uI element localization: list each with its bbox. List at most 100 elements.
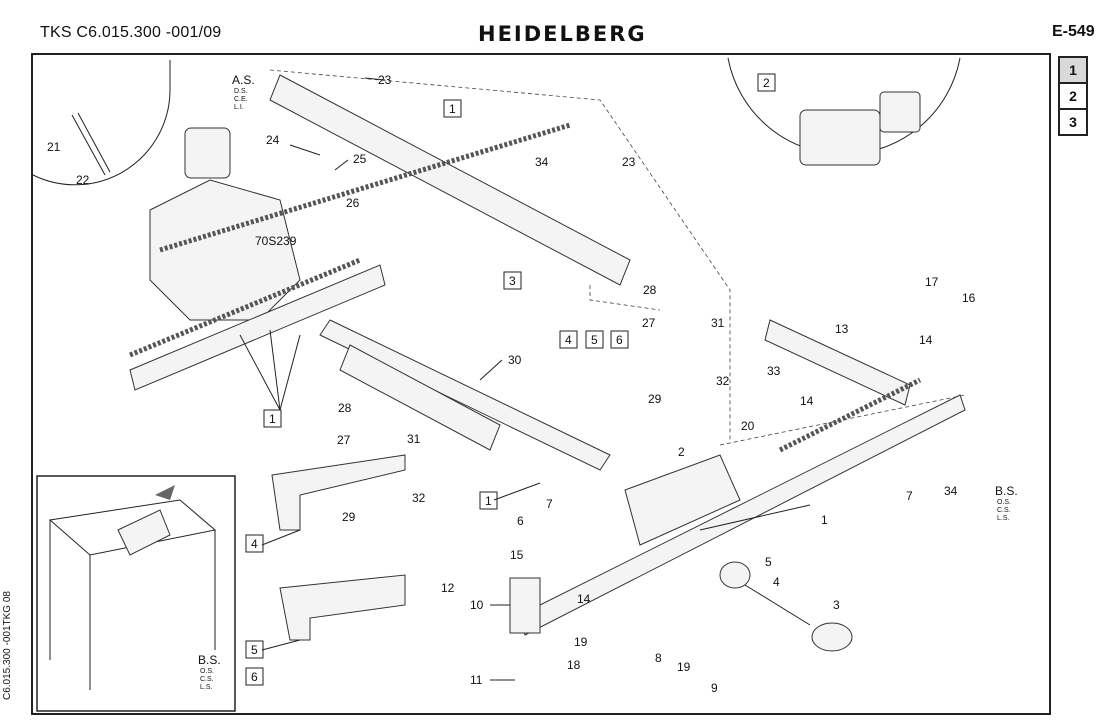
svg-text:5: 5 bbox=[591, 333, 598, 347]
callout: 8 bbox=[655, 651, 662, 665]
boxed-callout: 4 bbox=[559, 330, 578, 349]
callout: 32 bbox=[412, 491, 426, 505]
drive-chain-right bbox=[778, 377, 922, 453]
callout: 25 bbox=[353, 152, 367, 166]
boxed-callout: 1 bbox=[263, 409, 282, 428]
main-shaft bbox=[319, 319, 611, 471]
svg-text:1: 1 bbox=[269, 412, 276, 426]
svg-text:6: 6 bbox=[616, 333, 623, 347]
callout: 2 bbox=[678, 445, 685, 459]
callout: 34 bbox=[535, 155, 549, 169]
svg-text:C.S.: C.S. bbox=[200, 676, 214, 683]
callout: 31 bbox=[407, 432, 421, 446]
svg-text:O.S.: O.S. bbox=[997, 499, 1011, 506]
callout: 14 bbox=[919, 333, 933, 347]
boxed-callout: 1 bbox=[443, 99, 462, 118]
callout: 7 bbox=[906, 489, 913, 503]
svg-text:D.S.: D.S. bbox=[234, 88, 248, 95]
callout: 19 bbox=[677, 660, 691, 674]
boxed-callout: 2 bbox=[757, 73, 776, 92]
boxed-callout: 6 bbox=[610, 330, 629, 349]
drive-chain-top bbox=[159, 122, 571, 253]
svg-text:4: 4 bbox=[251, 537, 258, 551]
brand-logo: HEIDELBERG bbox=[478, 22, 647, 46]
svg-text:4: 4 bbox=[565, 333, 572, 347]
svg-text:5: 5 bbox=[251, 643, 258, 657]
bracket-4 bbox=[271, 454, 406, 531]
svg-text:2: 2 bbox=[763, 76, 770, 90]
callout: 30 bbox=[508, 353, 522, 367]
boxed-callout: 3 bbox=[503, 271, 522, 290]
boxed-callout: 1 bbox=[479, 491, 498, 510]
callout: 31 bbox=[711, 316, 725, 330]
inset-view bbox=[36, 475, 236, 712]
callout: 28 bbox=[643, 283, 657, 297]
callout: 21 bbox=[47, 140, 61, 154]
figure-tabs: 1 2 3 bbox=[1058, 56, 1088, 136]
callout: 10 bbox=[470, 598, 484, 612]
detail-circle-left bbox=[32, 60, 171, 186]
boxed-callout: 6 bbox=[245, 667, 264, 686]
callout: 3 bbox=[833, 598, 840, 612]
callout: 17 bbox=[925, 275, 939, 289]
callout: 29 bbox=[648, 392, 662, 406]
callout: 29 bbox=[342, 510, 356, 524]
side-cover bbox=[624, 454, 741, 546]
tab-1[interactable]: 1 bbox=[1058, 56, 1088, 84]
svg-text:3: 3 bbox=[509, 274, 516, 288]
bracket-5 bbox=[279, 574, 406, 641]
callout: 4 bbox=[773, 575, 780, 589]
callout: 32 bbox=[716, 374, 730, 388]
knob-3 bbox=[811, 622, 853, 652]
block-10 bbox=[509, 577, 541, 634]
side-label-inset: B.S. bbox=[198, 653, 221, 667]
callout: 23 bbox=[622, 155, 636, 169]
callout: 27 bbox=[642, 316, 656, 330]
callout: 7 bbox=[546, 497, 553, 511]
drive-chain-left bbox=[129, 257, 361, 358]
svg-text:L.S.: L.S. bbox=[997, 515, 1010, 522]
callout: 27 bbox=[337, 433, 351, 447]
boxed-callout: 5 bbox=[585, 330, 604, 349]
upper-shaft bbox=[269, 74, 631, 286]
callout: 34 bbox=[944, 484, 958, 498]
callout: 11 bbox=[470, 673, 483, 687]
callout: 9 bbox=[711, 681, 718, 695]
tab-3[interactable]: 3 bbox=[1058, 108, 1088, 136]
boxed-callout: 5 bbox=[245, 640, 264, 659]
svg-text:1: 1 bbox=[449, 102, 456, 116]
callout: 1 bbox=[821, 513, 828, 527]
svg-text:1: 1 bbox=[485, 494, 492, 508]
callout: 20 bbox=[741, 419, 755, 433]
callout: 18 bbox=[567, 658, 581, 672]
callout: 5 bbox=[765, 555, 772, 569]
page-code: E-549 bbox=[1052, 23, 1095, 40]
callout: 22 bbox=[76, 173, 90, 187]
boxed-callout: 4 bbox=[245, 534, 264, 553]
motor-housing bbox=[149, 179, 301, 321]
callout: 24 bbox=[266, 133, 280, 147]
callout: 15 bbox=[510, 548, 524, 562]
diagram-frame bbox=[31, 53, 1051, 715]
svg-text:L.S.: L.S. bbox=[200, 684, 213, 691]
callout: 19 bbox=[574, 635, 588, 649]
side-label-right: B.S. bbox=[995, 484, 1018, 498]
svg-text:O.S.: O.S. bbox=[200, 668, 214, 675]
callout: 26 bbox=[346, 196, 360, 210]
side-label-top: A.S. bbox=[232, 73, 255, 87]
callout: 13 bbox=[835, 322, 849, 336]
callout: 16 bbox=[962, 291, 976, 305]
callout: 14 bbox=[577, 592, 591, 606]
svg-text:C.S.: C.S. bbox=[997, 507, 1011, 514]
callout: 33 bbox=[767, 364, 781, 378]
svg-text:C.E.: C.E. bbox=[234, 96, 248, 103]
callout: 14 bbox=[800, 394, 814, 408]
svg-text:L.I.: L.I. bbox=[234, 104, 244, 111]
special-label: 70S239 bbox=[255, 234, 297, 248]
svg-text:6: 6 bbox=[251, 670, 258, 684]
callout: 12 bbox=[441, 581, 455, 595]
callout: 28 bbox=[338, 401, 352, 415]
callout: 6 bbox=[517, 514, 524, 528]
doc-code: TKS C6.015.300 -001/09 bbox=[40, 24, 222, 41]
